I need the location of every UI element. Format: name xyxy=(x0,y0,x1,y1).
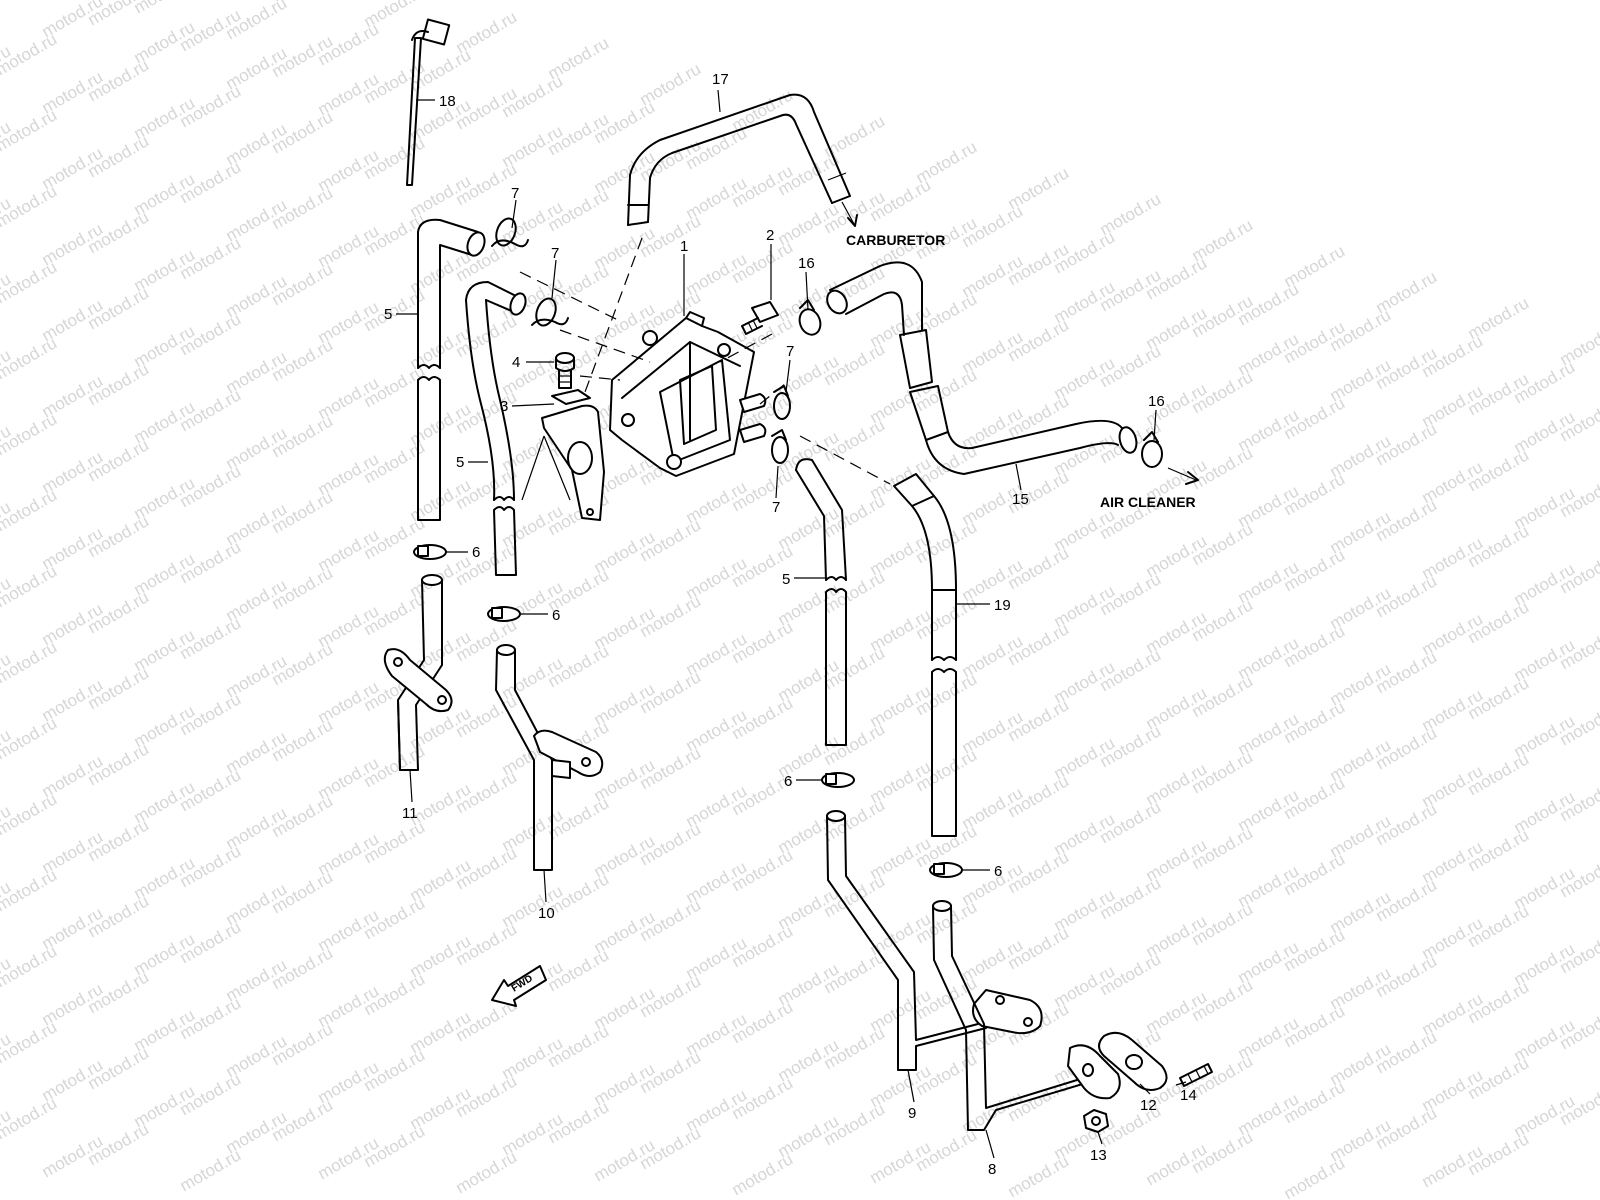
part-19-hose xyxy=(893,473,957,837)
part-11-pipe xyxy=(383,574,453,771)
part-9-pipe xyxy=(826,810,1043,1071)
watermark-text: motod.ru xyxy=(177,1145,245,1195)
part-5-hose-right xyxy=(795,458,847,746)
part-3-gasket-plate xyxy=(541,389,605,521)
watermark-text: motod.ru xyxy=(453,1147,521,1197)
part-6-clamp-b xyxy=(487,606,521,622)
callout-7-b: 7 xyxy=(551,245,559,262)
part-16-clamp-lower xyxy=(1141,431,1163,468)
callout-19: 19 xyxy=(994,597,1011,614)
assembly-lines xyxy=(519,237,891,501)
part-5-hose-middle xyxy=(465,281,527,576)
callout-6-b: 6 xyxy=(552,607,560,624)
fwd-arrow-icon: FWD xyxy=(491,965,547,1007)
callout-6-d: 6 xyxy=(994,863,1002,880)
watermark-text: motod.ru xyxy=(1005,1151,1073,1200)
air-cleaner-label: AIR CLEANER xyxy=(1100,494,1196,510)
part-13-nut xyxy=(1083,1109,1109,1133)
callout-7-d: 7 xyxy=(772,499,780,516)
callout-13: 13 xyxy=(1090,1147,1107,1164)
callout-15: 15 xyxy=(1012,491,1029,508)
part-4-bolt xyxy=(555,352,575,389)
callout-1: 1 xyxy=(680,238,688,255)
carburetor-label: CARBURETOR xyxy=(846,232,945,248)
part-17-hose xyxy=(627,93,858,227)
callout-8: 8 xyxy=(988,1161,996,1178)
watermark-text: motod.ru xyxy=(131,0,199,17)
callout-2: 2 xyxy=(766,227,774,244)
part-2-bolt xyxy=(741,301,779,335)
callout-11: 11 xyxy=(402,805,418,822)
part-10-pipe xyxy=(495,644,604,871)
callout-7-a: 7 xyxy=(511,185,519,202)
part-7-clip-right-lower xyxy=(771,429,789,464)
callout-9: 9 xyxy=(908,1105,916,1122)
part-15-hose xyxy=(826,261,1138,475)
part-6-clamp-c xyxy=(821,772,855,788)
watermark-text: motod.ru xyxy=(0,0,60,3)
callout-16-upper: 16 xyxy=(798,255,815,272)
callout-14: 14 xyxy=(1180,1087,1197,1104)
callout-7-c: 7 xyxy=(786,343,794,360)
watermark-text: motod.ru xyxy=(729,1149,797,1199)
part-7-clip-second xyxy=(531,297,569,327)
callout-12: 12 xyxy=(1140,1097,1157,1114)
part-12-gasket xyxy=(1098,1031,1168,1091)
part-18-clamp-tie xyxy=(406,18,451,186)
callout-16-lower: 16 xyxy=(1148,393,1165,410)
callout-6-a: 6 xyxy=(472,544,480,561)
callout-6-c: 6 xyxy=(784,773,792,790)
leader-lines xyxy=(396,89,1187,1159)
callout-17: 17 xyxy=(712,71,729,88)
part-6-clamp-a xyxy=(413,544,447,560)
part-6-clamp-d xyxy=(929,862,963,878)
part-7-clip-upper xyxy=(491,217,529,248)
callout-5-c: 5 xyxy=(782,571,790,588)
callout-numbers: 17 18 1 2 16 7 7 5 4 3 5 7 7 6 6 5 19 6 … xyxy=(384,71,1197,1178)
air-cleaner-arrow-line xyxy=(1167,467,1197,481)
air-cleaner-arrow-head xyxy=(1185,471,1199,485)
callout-4: 4 xyxy=(512,354,520,371)
callout-18: 18 xyxy=(439,93,456,110)
callout-10: 10 xyxy=(538,905,555,922)
callout-5-a: 5 xyxy=(384,306,392,323)
watermark-text: motod.ru xyxy=(1281,1153,1349,1200)
part-5-hose-left xyxy=(417,218,486,521)
part-1-reed-valve xyxy=(609,311,767,477)
callout-3: 3 xyxy=(500,398,508,415)
callout-5-b: 5 xyxy=(456,454,464,471)
part-8-pipe xyxy=(932,900,1121,1131)
